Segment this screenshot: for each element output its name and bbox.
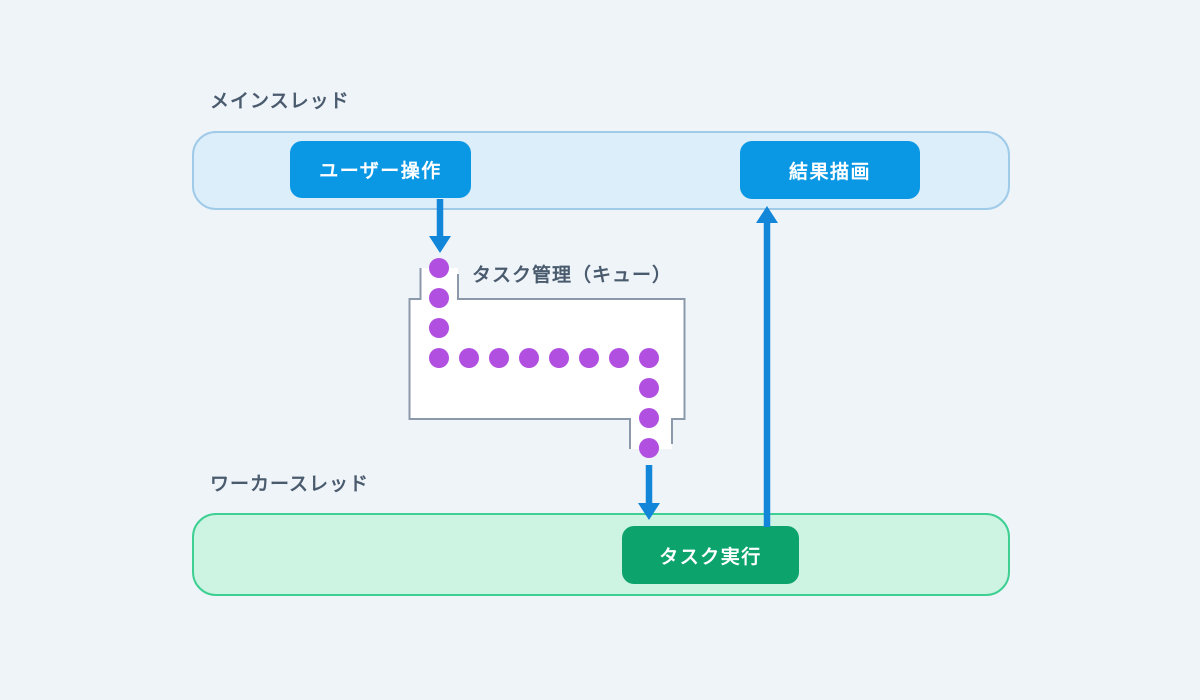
task-dot bbox=[609, 348, 629, 368]
user-action-node: ユーザー操作 bbox=[290, 141, 471, 198]
task-queue-outline-left bbox=[408, 268, 631, 449]
queue-label: タスク管理（キュー） bbox=[472, 265, 673, 286]
task-dot bbox=[429, 348, 449, 368]
worker-thread-label: ワーカースレッド bbox=[210, 474, 370, 495]
task-dot bbox=[639, 438, 659, 458]
task-queue-outline-right bbox=[457, 274, 686, 444]
task-dot bbox=[429, 258, 449, 278]
task-exec-node: タスク実行 bbox=[622, 526, 799, 584]
task-queue-body bbox=[409, 268, 685, 449]
task-dot bbox=[639, 348, 659, 368]
task-dot bbox=[429, 318, 449, 338]
task-dot bbox=[429, 288, 449, 308]
task-dot bbox=[489, 348, 509, 368]
result-render-node: 結果描画 bbox=[740, 141, 920, 199]
task-dot bbox=[549, 348, 569, 368]
worker-thread-lane bbox=[192, 513, 1010, 596]
user-action-to-queue-arrow-head bbox=[429, 236, 451, 253]
task-dot bbox=[639, 408, 659, 428]
task-dot bbox=[579, 348, 599, 368]
main-thread-label: メインスレッド bbox=[210, 91, 350, 112]
task-dot bbox=[459, 348, 479, 368]
task-dot bbox=[519, 348, 539, 368]
task-dot bbox=[639, 378, 659, 398]
